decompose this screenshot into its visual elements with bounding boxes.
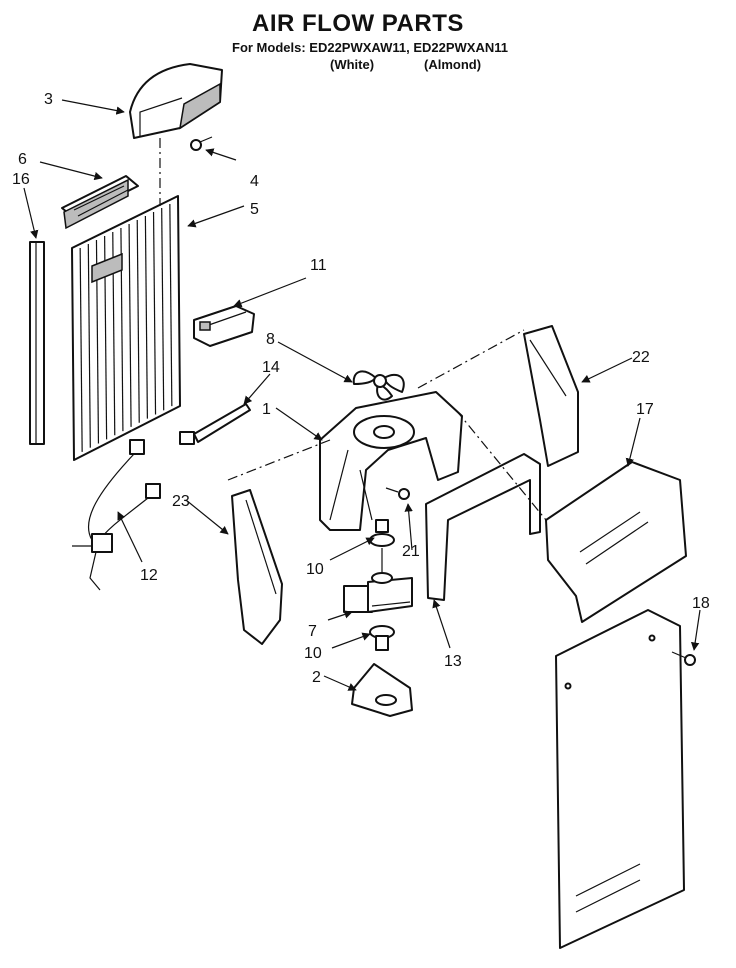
part-11-bracket (193, 305, 255, 347)
part-14-probe (179, 403, 251, 445)
callout-22: 22 (632, 349, 650, 366)
cover-rib (152, 211, 157, 415)
part-22-upper-duct (523, 325, 579, 467)
part-5-evaporator-cover (71, 195, 181, 461)
callout-10-upper: 10 (306, 561, 324, 578)
models-line: For Models: ED22PWXAW11, ED22PWXAN11 (232, 40, 508, 55)
callout-4: 4 (250, 173, 259, 190)
callout-1: 1 (262, 401, 271, 418)
callout-5: 5 (250, 201, 259, 218)
part-17-air-tower (545, 461, 687, 949)
callout-21: 21 (402, 543, 420, 560)
cover-rib (169, 203, 173, 407)
cover-rib (128, 223, 132, 427)
callout-3: 3 (44, 91, 53, 108)
part-12-wire-harness (72, 439, 161, 591)
variant-almond: (Almond) (424, 57, 482, 72)
variant-white: (White) (330, 57, 375, 72)
cover-rib (136, 219, 140, 423)
callout-14: 14 (262, 359, 280, 376)
callout-13: 13 (444, 653, 462, 670)
part-21-screw (385, 487, 410, 500)
cover-rib (161, 207, 165, 411)
part-8-fan-blade (352, 370, 405, 401)
callout-6: 6 (18, 151, 27, 168)
part-10-grommet-lower (369, 625, 395, 651)
cover-rib (87, 243, 91, 448)
part-13-gasket (425, 453, 541, 601)
part-23-side-panel (231, 489, 283, 645)
part-16-gasket (29, 241, 45, 445)
part-3-duct-cover (129, 63, 223, 139)
leader-lines (23, 99, 701, 691)
callout-8: 8 (266, 331, 275, 348)
part-7-fan-motor (343, 572, 413, 613)
callout-11: 11 (310, 257, 327, 274)
part-10-grommet-upper (369, 519, 395, 547)
part-1-fan-housing (319, 391, 463, 531)
callout-2: 2 (312, 669, 321, 686)
diagram-title: AIR FLOW PARTS (252, 10, 464, 37)
part-4-screw (190, 136, 213, 151)
callout-16: 16 (12, 171, 30, 188)
callout-17: 17 (636, 401, 654, 418)
part-6-grille (61, 175, 139, 230)
callout-23: 23 (172, 493, 190, 510)
part-18-screw (671, 651, 696, 666)
cover-rib (79, 247, 83, 452)
callout-18: 18 (692, 595, 710, 612)
callout-labels: 3 6 16 4 5 11 8 14 1 22 17 23 21 10 12 7… (12, 91, 710, 686)
cover-rib (144, 215, 148, 419)
part-2-motor-bracket (351, 663, 413, 717)
callout-12: 12 (140, 567, 158, 584)
callout-7: 7 (308, 623, 317, 640)
callout-10-lower: 10 (304, 645, 322, 662)
diagram-header: AIR FLOW PARTS For Models: ED22PWXAW11, … (0, 0, 736, 80)
